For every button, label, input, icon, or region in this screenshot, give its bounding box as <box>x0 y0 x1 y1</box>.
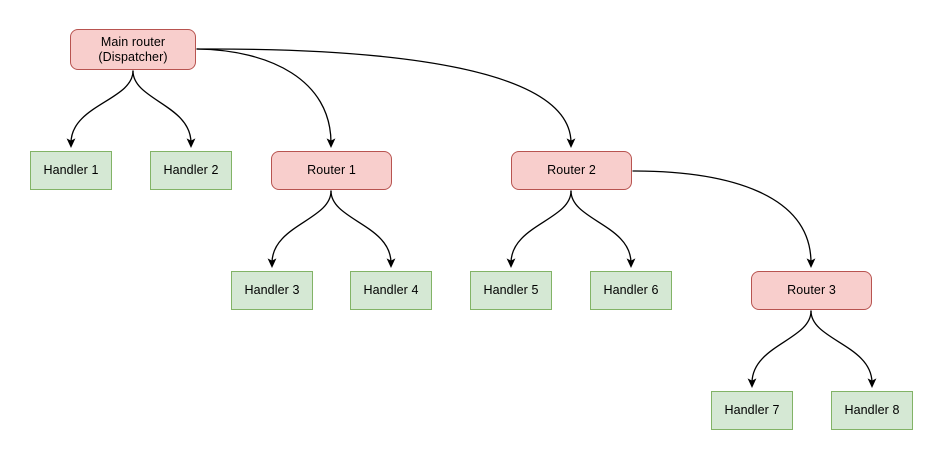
edge-router-2-to-handler-6 <box>570 190 636 268</box>
node-handler-6[interactable]: Handler 6 <box>590 271 672 310</box>
node-router-3[interactable]: Router 3 <box>751 271 872 310</box>
node-label-handler-6: Handler 6 <box>603 283 659 297</box>
node-label-handler-4: Handler 4 <box>363 283 419 297</box>
edge-router-1-to-handler-4 <box>330 190 396 268</box>
node-label-router-1: Router 1 <box>307 163 356 177</box>
edge-router-2-to-router-3 <box>632 170 816 268</box>
edge-group <box>66 48 877 388</box>
edge-router-1-to-handler-3 <box>267 190 332 268</box>
node-main-router[interactable]: Main router (Dispatcher) <box>70 29 196 70</box>
edge-main-to-handler-2 <box>132 70 196 148</box>
node-handler-1[interactable]: Handler 1 <box>30 151 112 190</box>
node-label-handler-8: Handler 8 <box>844 403 900 417</box>
node-handler-4[interactable]: Handler 4 <box>350 271 432 310</box>
edge-router-3-to-handler-8 <box>810 310 877 388</box>
edge-main-to-handler-1 <box>66 70 134 148</box>
node-label-handler-5: Handler 5 <box>483 283 539 297</box>
node-label-handler-2: Handler 2 <box>163 163 219 177</box>
node-handler-2[interactable]: Handler 2 <box>150 151 232 190</box>
node-router-2[interactable]: Router 2 <box>511 151 632 190</box>
node-handler-3[interactable]: Handler 3 <box>231 271 313 310</box>
node-label-handler-3: Handler 3 <box>244 283 300 297</box>
edge-router-3-to-handler-7 <box>747 310 812 388</box>
node-handler-7[interactable]: Handler 7 <box>711 391 793 430</box>
node-label-router-3: Router 3 <box>787 283 836 297</box>
edge-router-2-to-handler-5 <box>506 190 572 268</box>
node-handler-8[interactable]: Handler 8 <box>831 391 913 430</box>
node-label-handler-7: Handler 7 <box>724 403 780 417</box>
edge-main-to-router-1 <box>196 48 336 148</box>
node-label-router-2: Router 2 <box>547 163 596 177</box>
edge-main-to-router-2 <box>196 48 576 148</box>
node-label-handler-1: Handler 1 <box>43 163 99 177</box>
node-router-1[interactable]: Router 1 <box>271 151 392 190</box>
node-handler-5[interactable]: Handler 5 <box>470 271 552 310</box>
node-label-main-router: Main router (Dispatcher) <box>98 34 168 64</box>
